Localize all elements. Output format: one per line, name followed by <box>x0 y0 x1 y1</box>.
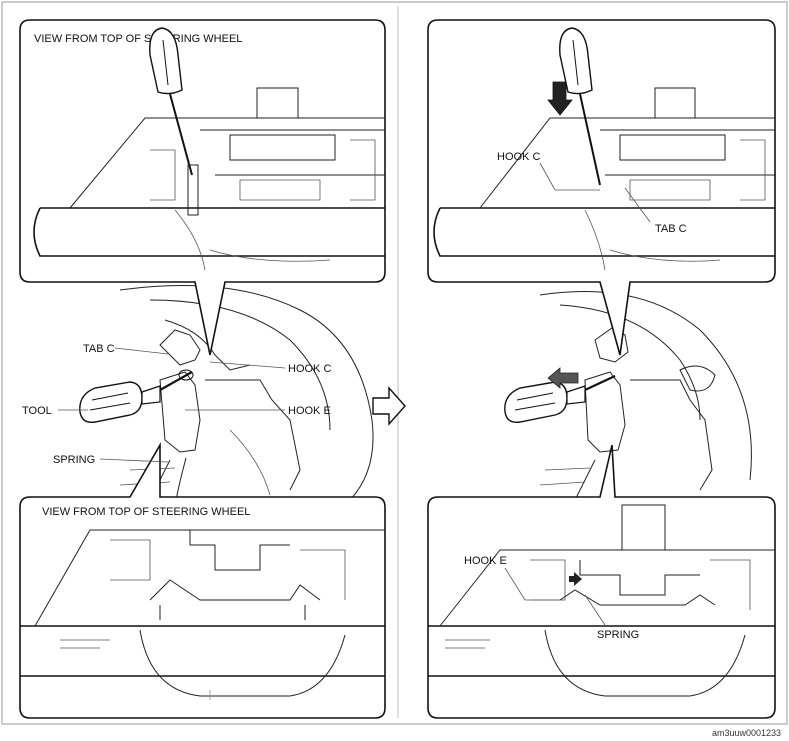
label-hook-c-left: HOOK C <box>288 363 331 375</box>
label-spring-bottom-right: SPRING <box>597 629 639 641</box>
right-bottom-callout: HOOK E SPRING <box>427 444 776 719</box>
screwdriver-icon <box>504 375 616 423</box>
screwdriver-icon <box>79 369 194 423</box>
push-arrow-icon <box>547 367 579 389</box>
label-hook-e-left: HOOK E <box>288 405 331 417</box>
right-arrow-icon <box>372 386 406 426</box>
view-label-top-left: VIEW FROM TOP OF STEERING WHEEL <box>34 33 242 45</box>
label-hook-c-top-right: HOOK C <box>497 151 540 163</box>
outer-frame <box>1 1 788 725</box>
push-arrow-icon <box>547 81 573 116</box>
label-spring-left: SPRING <box>53 454 95 466</box>
push-arrow-icon <box>569 572 582 586</box>
left-wheel-sketch <box>79 285 374 501</box>
left-bottom-callout: VIEW FROM TOP OF STEERING WHEEL <box>19 442 386 719</box>
view-label-bottom-left: VIEW FROM TOP OF STEERING WHEEL <box>42 506 250 518</box>
right-top-callout: HOOK C TAB C <box>427 19 776 356</box>
label-hook-e-bottom-right: HOOK E <box>464 555 507 567</box>
label-tab-c-top-right: TAB C <box>655 223 687 235</box>
right-wheel-sketch <box>504 291 752 501</box>
label-tab-c-left: TAB C <box>83 343 115 355</box>
figure-code: am3uuw0001233 <box>711 728 781 738</box>
label-tool-left: TOOL <box>22 405 52 417</box>
left-top-callout: VIEW FROM TOP OF STEERING WHEEL <box>19 19 386 356</box>
left-side-panel: VIEW FROM TOP OF STEERING WHEEL VIEW FRO… <box>19 19 386 719</box>
right-side-panel: HOOK C TAB C HOOK E SPRING <box>427 19 776 719</box>
